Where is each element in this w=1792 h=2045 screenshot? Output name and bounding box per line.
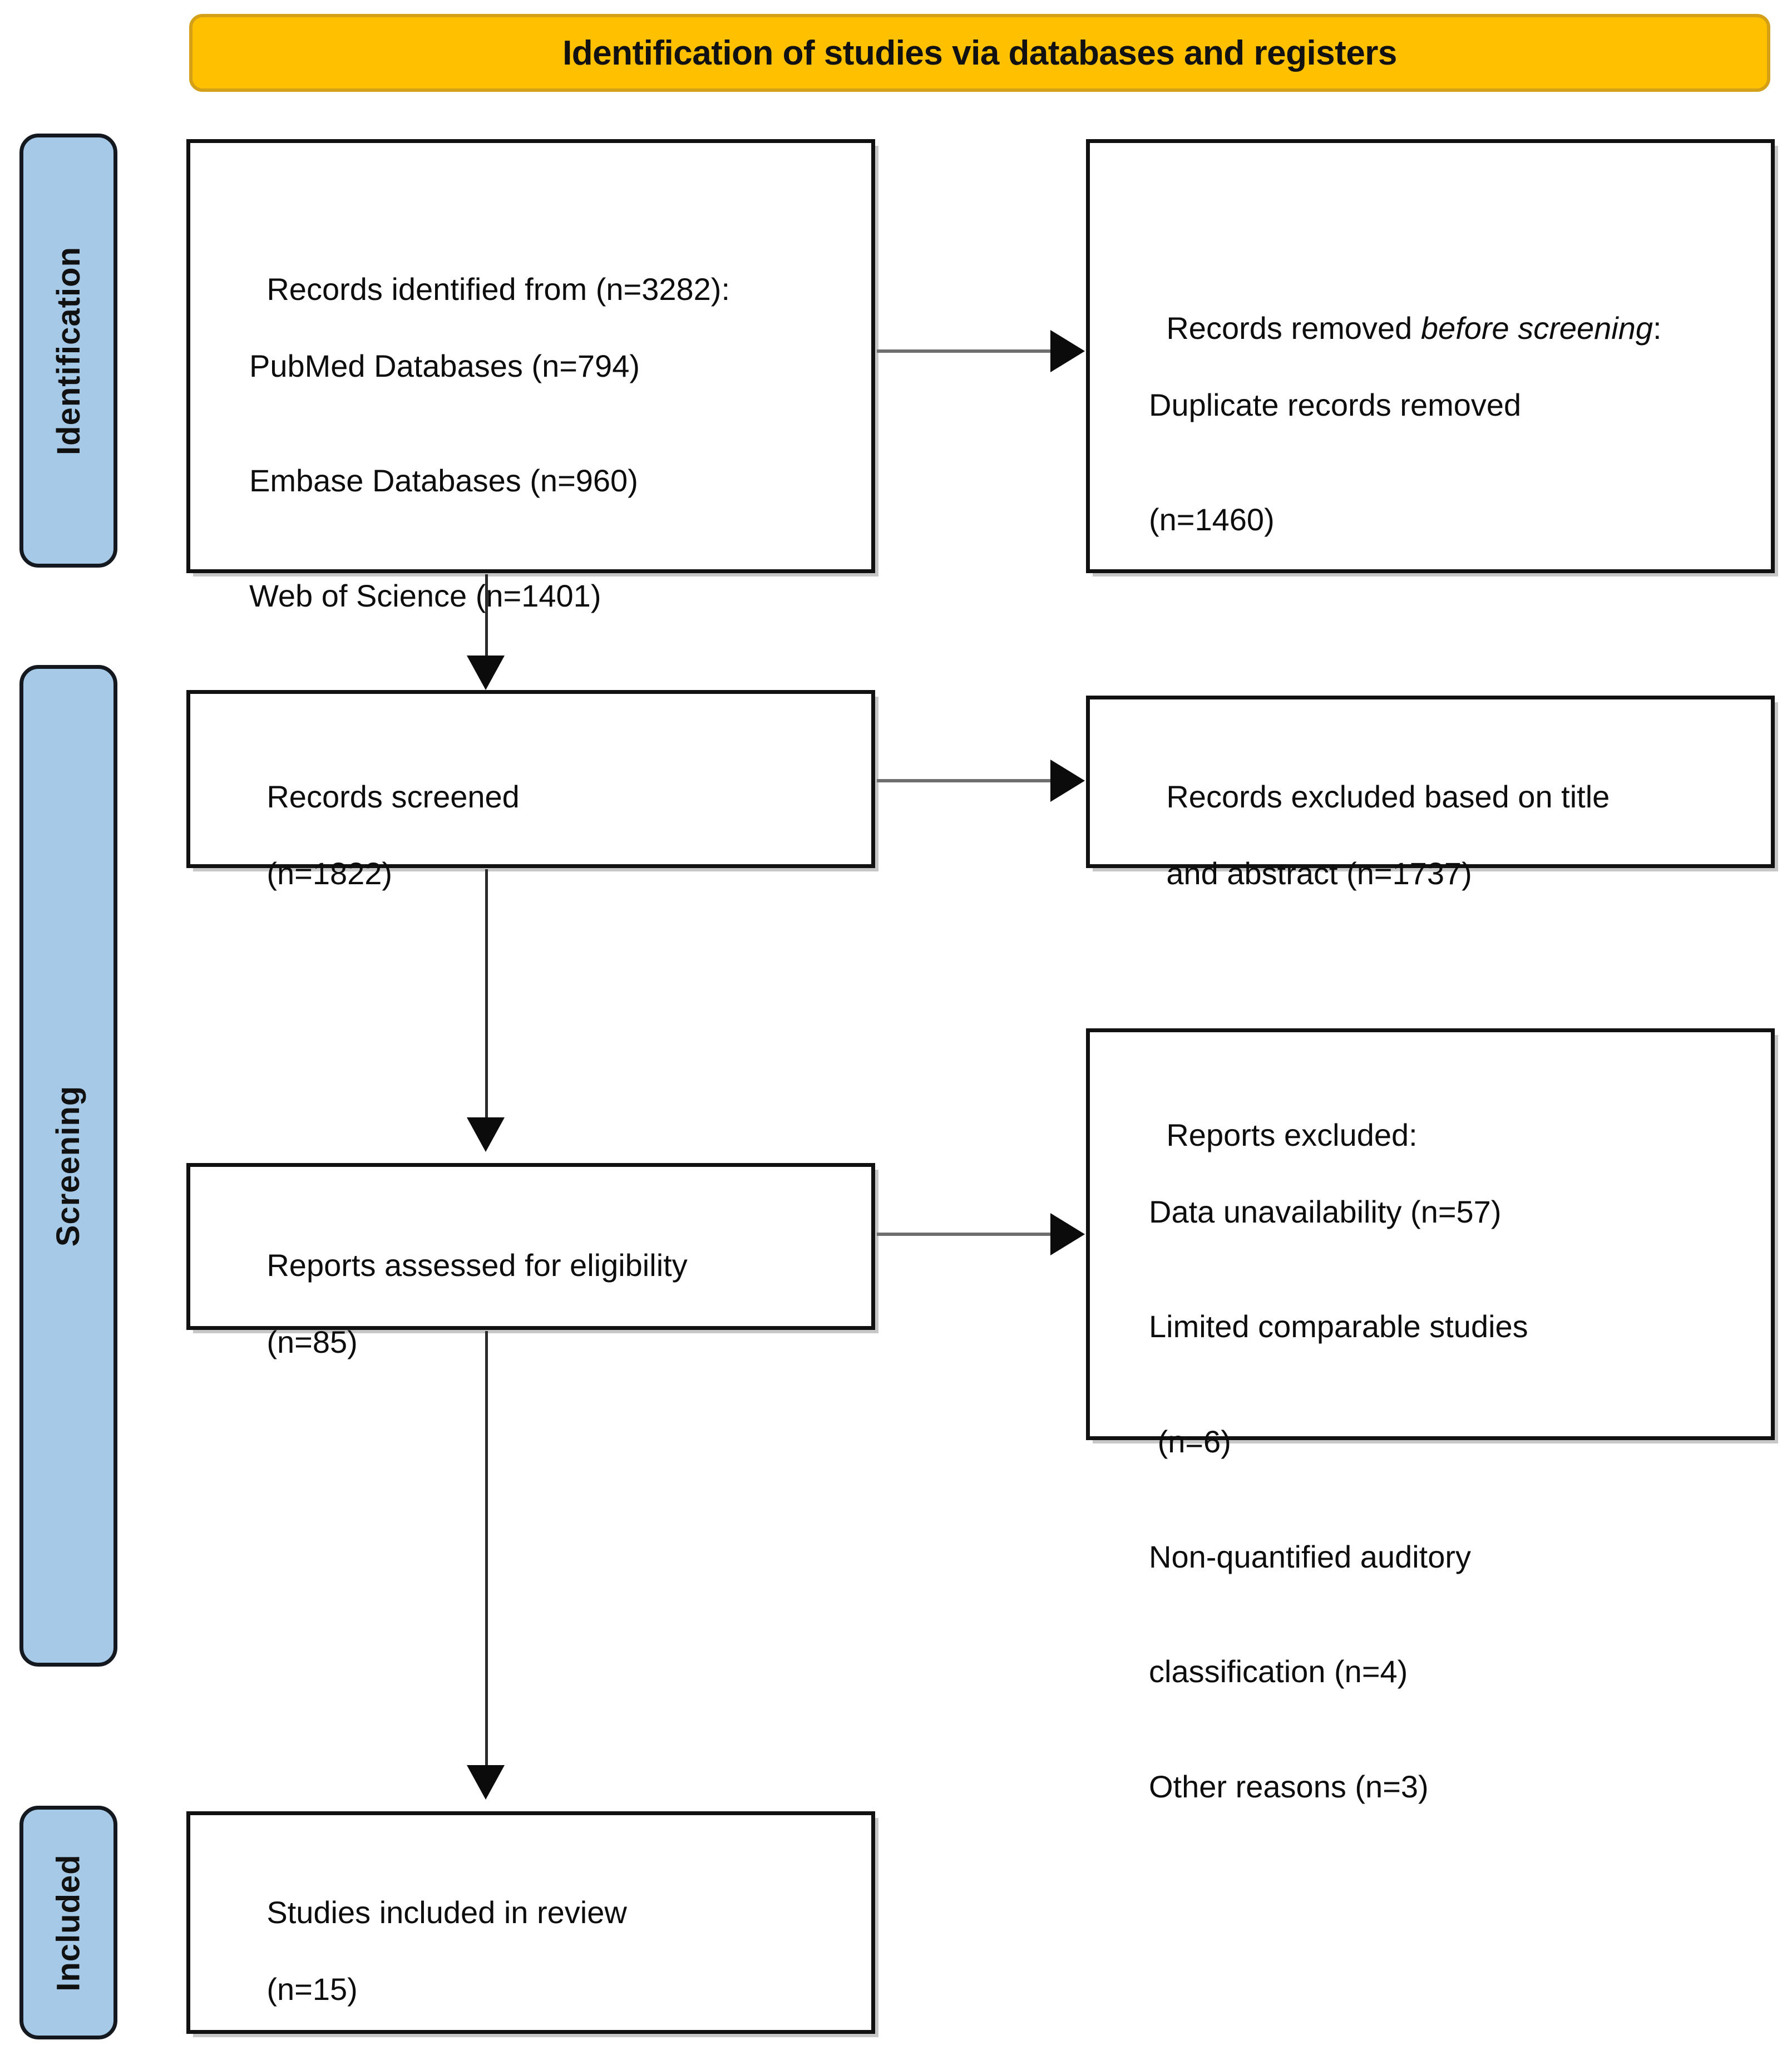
box-studies-included-text: Studies included in review (n=15) Report… [215,1855,857,2045]
box-reports-excluded: Reports excluded: Data unavailability (n… [1086,1028,1775,1804]
records-removed-item-0: Duplicate records removed [1149,387,1522,422]
reports-assessed-line-2: (n=85) [266,1324,358,1359]
records-identified-item-2: Web of Science (n=1401) [249,578,601,613]
reports-excluded-item-3: Non-quantified auditory [1149,1539,1472,1574]
connector-eligibility-to-included-line [485,1331,488,1771]
diagram-header-banner: Identification of studies via databases … [189,14,1770,92]
box-reports-assessed-text: Reports assessed for eligibility (n=85) [215,1208,857,1400]
box-records-identified-text: Records identified from (n=3282): PubMed… [215,232,857,807]
records-identified-item-0: PubMed Databases (n=794) [249,348,640,383]
box-records-removed: Records removed before screening: Duplic… [1086,139,1775,573]
box-records-screened-text: Records screened (n=1822) [215,740,857,931]
records-identified-item-1: Embase Databases (n=960) [249,463,638,499]
box-reports-excluded-text: Reports excluded: Data unavailability (n… [1114,1078,1756,1883]
stage-label-included: Included [19,1806,117,2039]
reports-excluded-item-5: Other reasons (n=3) [1149,1768,1429,1804]
studies-included-line-1: Studies included in review [266,1894,627,1930]
reports-excluded-item-1: Limited comparable studies [1149,1309,1528,1344]
connector-screened-to-records-excluded-line [877,779,1054,782]
box-records-excluded: Records excluded based on title and abst… [1086,696,1775,891]
connector-eligibility-to-reports-excluded-line [877,1233,1054,1236]
records-removed-heading-italic: before screening [1420,310,1653,346]
box-reports-assessed-eligibility: Reports assessed for eligibility (n=85) [186,1163,875,1359]
connector-identified-to-removed-line [877,349,1054,353]
stage-label-included-text: Included [50,1854,87,1992]
box-records-identified: Records identified from (n=3282): PubMed… [186,139,875,728]
box-studies-included: Studies included in review (n=15) Report… [186,1811,875,2034]
connector-eligibility-to-reports-excluded-arrowhead-icon [1050,1213,1085,1255]
connector-identified-to-screened-arrowhead-icon [467,656,505,690]
reports-excluded-item-4: classification (n=4) [1149,1654,1408,1689]
stage-label-identification-text: Identification [50,246,87,455]
connector-identified-to-removed-arrowhead-icon [1050,330,1085,372]
reports-excluded-heading: Reports excluded: [1166,1117,1418,1152]
records-screened-line-1: Records screened [266,778,520,814]
box-records-removed-text: Records removed before screening: Duplic… [1114,271,1756,616]
connector-screened-to-eligibility-line [485,869,488,1124]
connector-screened-to-records-excluded-arrowhead-icon [1050,760,1085,802]
studies-included-line-2: (n=15) [266,1971,358,2007]
stage-label-screening-text: Screening [50,1085,87,1246]
stage-label-screening: Screening [19,665,117,1667]
records-excluded-line-2: and abstract (n=1737) [1166,855,1472,891]
stage-label-identification: Identification [19,134,117,568]
records-screened-line-2: (n=1822) [266,855,393,891]
diagram-title: Identification of studies via databases … [562,33,1397,72]
reports-assessed-line-1: Reports assessed for eligibility [266,1247,688,1283]
records-excluded-line-1: Records excluded based on title [1166,778,1610,814]
box-records-excluded-text: Records excluded based on title and abst… [1114,740,1756,931]
reports-excluded-item-0: Data unavailability (n=57) [1149,1194,1502,1229]
records-removed-heading-tail: : [1653,310,1662,346]
box-records-screened: Records screened (n=1822) [186,690,875,891]
connector-eligibility-to-included-arrowhead-icon [467,1765,505,1800]
records-removed-item-1: (n=1460) [1149,502,1275,538]
records-removed-heading-plain: Records removed [1166,310,1421,346]
connector-screened-to-eligibility-arrowhead-icon [467,1117,505,1152]
connector-identified-to-screened-line [485,574,488,663]
reports-excluded-item-2: (n=6) [1149,1423,1231,1459]
records-identified-heading: Records identified from (n=3282): [266,271,730,307]
